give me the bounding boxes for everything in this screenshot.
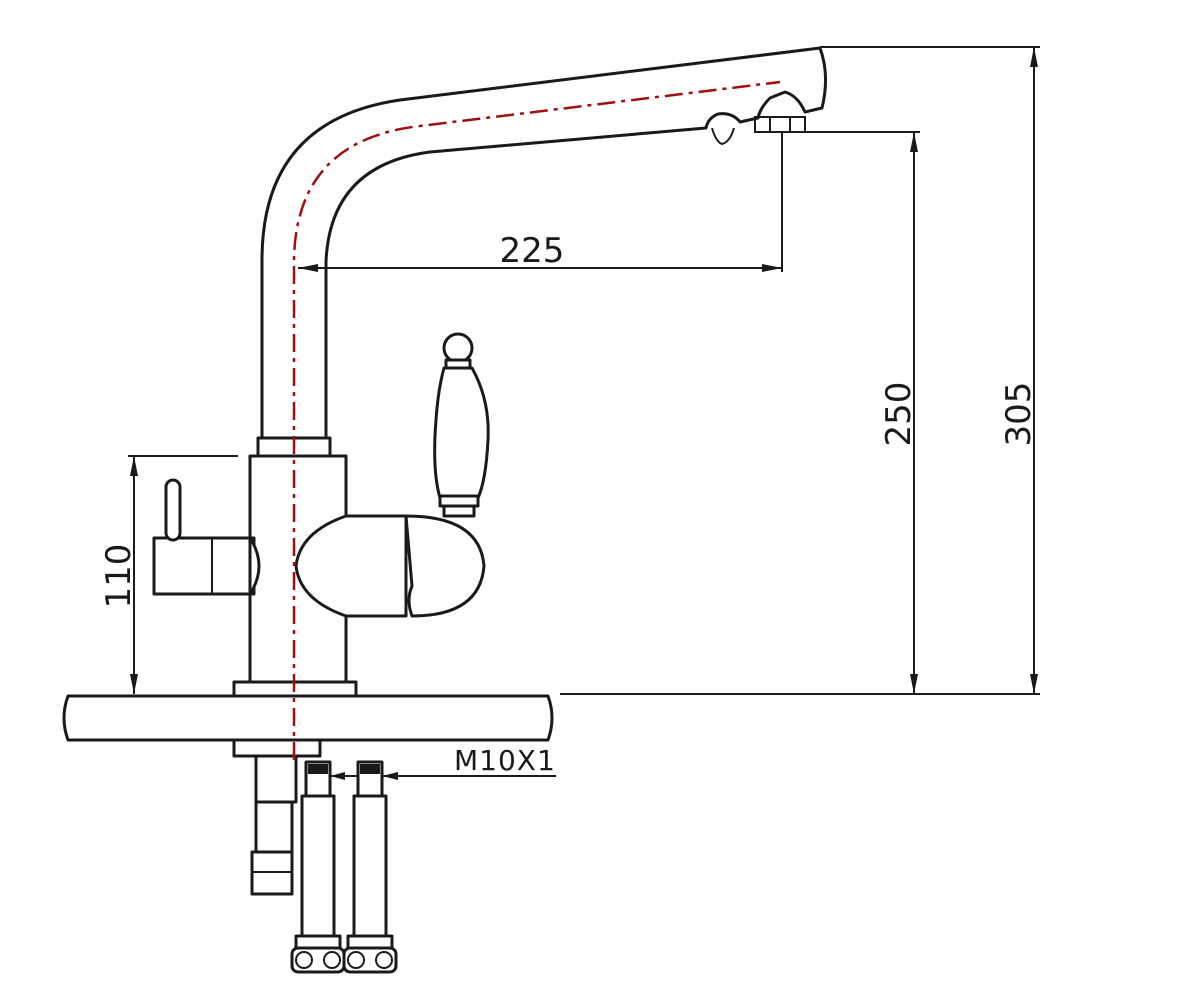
mixer-cartridge: [294, 514, 486, 618]
countertop: [62, 694, 554, 742]
dimension-250: 250: [782, 131, 920, 694]
dimension-225: 225: [298, 132, 783, 272]
dimension-label-110: 110: [99, 544, 139, 609]
hose-left: [290, 760, 346, 974]
lever-handle: [433, 332, 490, 518]
dimension-label-thread: M10X1: [454, 744, 556, 777]
dimension-label-305: 305: [999, 382, 1039, 447]
dimension-110: 110: [99, 455, 238, 694]
filter-handle: [152, 478, 261, 596]
spout: [260, 46, 827, 442]
centerline: [292, 80, 781, 760]
dimension-label-225: 225: [500, 231, 565, 271]
dimension-305: 305: [820, 46, 1040, 694]
shank: [232, 738, 322, 896]
dimension-thread: M10X1: [330, 744, 556, 780]
hose-right: [342, 760, 398, 974]
dimension-label-250: 250: [879, 382, 919, 447]
